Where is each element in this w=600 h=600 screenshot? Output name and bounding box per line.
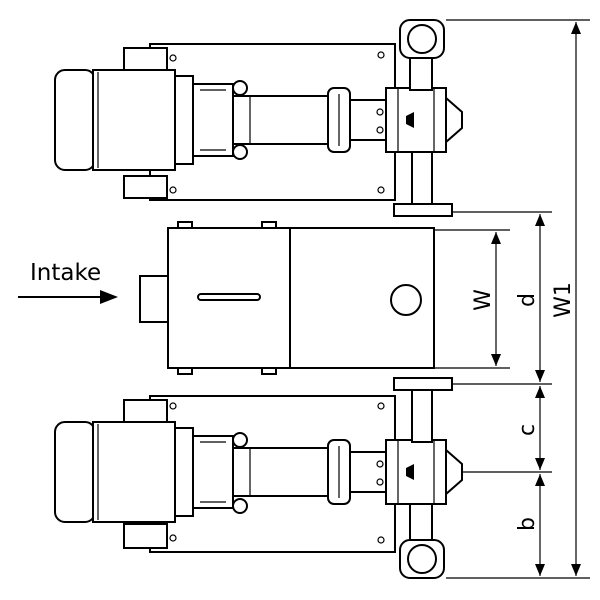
intake-arrow xyxy=(18,290,118,304)
top-motor-foot xyxy=(123,175,168,199)
tank-lug xyxy=(261,221,277,229)
bottom-pump-unit xyxy=(54,377,463,579)
top-bolt xyxy=(169,54,177,62)
bottom-motor-endcap xyxy=(54,421,96,523)
bottom-pump-neck xyxy=(349,451,387,493)
top-motor-endcap xyxy=(54,69,96,171)
dim-d-label: d xyxy=(515,293,540,307)
top-bearing-housing xyxy=(192,83,234,157)
tank-lug xyxy=(177,367,193,375)
top-bolt xyxy=(377,51,385,59)
bottom-motor-body xyxy=(92,421,176,523)
intake-port xyxy=(139,275,169,323)
top-pump-head xyxy=(385,87,447,153)
intake-label: Intake xyxy=(30,260,101,286)
tank-lug xyxy=(261,367,277,375)
top-pump-unit xyxy=(54,19,463,217)
top-flange xyxy=(393,203,453,217)
bottom-motor-foot xyxy=(123,399,168,423)
tank-port xyxy=(390,284,422,316)
top-shaft-housing xyxy=(232,95,329,145)
bottom-flange xyxy=(393,377,453,391)
top-motor-body xyxy=(92,69,176,171)
bottom-pump-cap xyxy=(445,447,463,497)
top-motor-foot xyxy=(123,47,168,73)
bottom-bearing-housing xyxy=(192,435,234,509)
tank-lug xyxy=(177,221,193,229)
bottom-shaft-housing xyxy=(232,447,329,497)
top-bolt xyxy=(377,186,385,194)
bottom-suction-pipe xyxy=(411,389,433,443)
bottom-pump-head xyxy=(385,439,447,505)
bottom-motor-flange xyxy=(174,427,194,517)
dim-w-label: W xyxy=(471,289,496,311)
dim-b-label: b xyxy=(515,517,540,531)
tank-slot xyxy=(197,293,261,301)
dim-c-label: c xyxy=(515,424,540,436)
top-pump-neck xyxy=(349,99,387,141)
top-pump-cap xyxy=(445,95,463,145)
tank xyxy=(139,221,510,375)
dimensions xyxy=(434,19,590,579)
top-suction-pipe xyxy=(411,151,433,205)
bottom-motor-foot xyxy=(123,523,168,549)
top-motor-flange xyxy=(174,75,194,165)
dim-w1-label: W1 xyxy=(551,282,576,318)
bottom-discharge-pipe xyxy=(409,503,433,545)
top-bolt xyxy=(169,186,177,194)
